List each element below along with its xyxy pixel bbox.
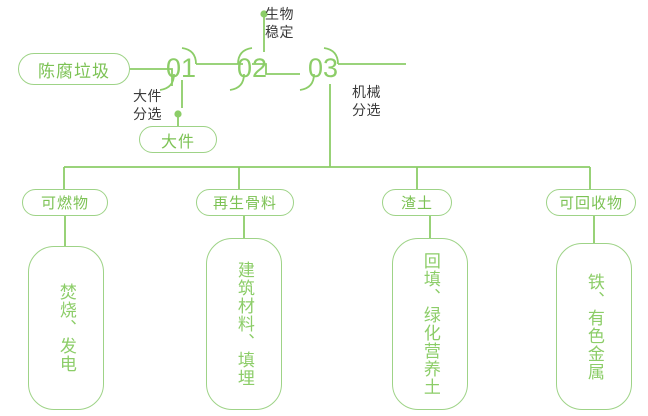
node-output-recyclables[interactable]: 可回收物 <box>546 189 636 216</box>
arc-03-lower-left <box>299 73 315 91</box>
node-output-combustibles[interactable]: 可燃物 <box>22 189 108 216</box>
annotation-bio-stabilization: 生物 稳定 <box>265 6 294 40</box>
stage-number-01: 01 <box>166 53 197 83</box>
arc-01-lower-left <box>159 73 175 91</box>
arc-02-lower-right <box>229 73 245 91</box>
arc-01-upper-right <box>181 47 197 65</box>
dot-bulky-sort <box>174 110 182 118</box>
wire-02-to-03 <box>252 63 300 75</box>
annotation-bulky-sorting: 大件 分选 <box>133 88 162 122</box>
node-output-slag-soil[interactable]: 渣土 <box>382 189 452 216</box>
wire-root-to-01 <box>130 68 173 86</box>
box-use-recyclables[interactable]: 铁、有色金属 <box>556 243 632 410</box>
dot-bio-stable <box>260 10 268 18</box>
arc-03-upper-right <box>323 47 339 65</box>
node-root-waste[interactable]: 陈腐垃圾 <box>18 53 130 85</box>
stage-number-02: 02 <box>237 53 268 83</box>
box-use-aggregate[interactable]: 建筑材料、填埋 <box>206 238 282 410</box>
box-use-combustibles[interactable]: 焚烧、发电 <box>28 246 104 410</box>
node-output-aggregate[interactable]: 再生骨料 <box>196 189 294 216</box>
stage-number-03: 03 <box>308 53 339 83</box>
node-output-bulky[interactable]: 大件 <box>139 126 217 153</box>
box-use-slag-soil[interactable]: 回填、绿化营养土 <box>392 238 468 410</box>
arc-02-upper-left <box>237 47 253 65</box>
annotation-mechanical-sorting: 机械 分选 <box>352 84 381 118</box>
